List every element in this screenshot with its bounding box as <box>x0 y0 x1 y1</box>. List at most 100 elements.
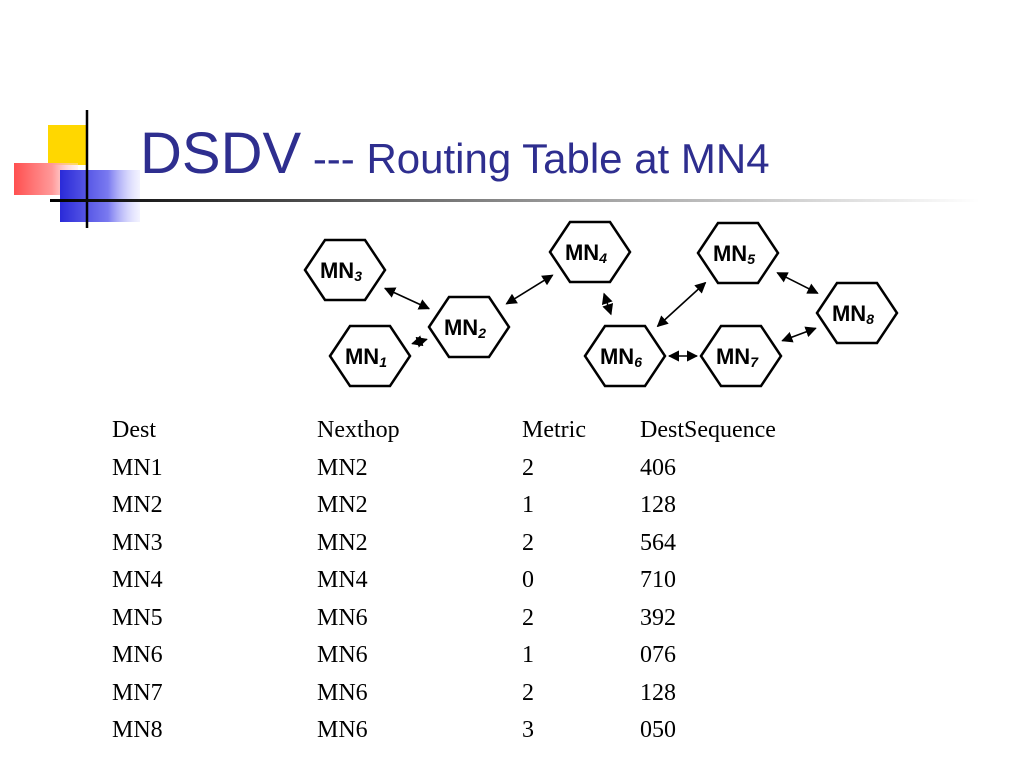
node-mn1: MN1 <box>328 324 412 388</box>
node-mn2: MN2 <box>427 295 511 359</box>
cell-destsequence: 076 <box>640 642 676 669</box>
node-label-subscript: 5 <box>747 251 755 267</box>
table-row: MN7 MN6 2 128 <box>112 675 820 713</box>
cell-nexthop: MN6 <box>317 679 368 706</box>
cell-metric: 2 <box>522 679 534 706</box>
node-mn3: MN3 <box>303 238 387 302</box>
links-layer <box>383 272 819 362</box>
hexagon-shape <box>427 295 511 359</box>
hexagon-shape <box>696 221 780 285</box>
node-mn5: MN5 <box>696 221 780 285</box>
node-mn7: MN7 <box>699 324 783 388</box>
link-n5-n8 <box>776 272 819 294</box>
cell-metric: 1 <box>522 642 534 669</box>
link-n3-n2 <box>383 287 431 310</box>
cell-dest: MN6 <box>112 642 163 669</box>
node-label-subscript: 6 <box>634 354 642 370</box>
cell-destsequence: 406 <box>640 454 676 481</box>
node-label-subscript: 1 <box>379 354 387 370</box>
cell-destsequence: 392 <box>640 604 676 631</box>
cell-dest: MN1 <box>112 454 163 481</box>
node-mn8: MN8 <box>815 281 899 345</box>
node-label: MN2 <box>444 315 486 341</box>
node-label: MN8 <box>832 301 874 327</box>
cell-dest: MN8 <box>112 717 163 744</box>
link-n1-n2 <box>411 335 428 348</box>
cell-nexthop: MN4 <box>317 567 368 594</box>
table-header-row: Dest Nexthop Metric DestSequence <box>112 412 820 450</box>
table-row: MN4 MN4 0 710 <box>112 562 820 600</box>
hexagon-shape <box>815 281 899 345</box>
cell-metric: 0 <box>522 567 534 594</box>
node-label: MN3 <box>320 258 362 284</box>
cell-nexthop: MN6 <box>317 604 368 631</box>
node-label-subscript: 2 <box>477 325 486 341</box>
blue-square <box>60 170 140 222</box>
table-row: MN6 MN6 1 076 <box>112 637 820 675</box>
cell-metric: 2 <box>522 604 534 631</box>
title-rule <box>50 199 980 202</box>
node-label: MN5 <box>713 241 755 267</box>
table-row: MN5 MN6 2 392 <box>112 600 820 638</box>
cell-nexthop: MN2 <box>317 492 368 519</box>
node-label: MN4 <box>565 240 607 266</box>
header-nexthop: Nexthop <box>317 417 400 444</box>
cell-metric: 2 <box>522 529 534 556</box>
title-main: DSDV <box>140 121 302 186</box>
header-metric: Metric <box>522 417 586 444</box>
node-label: MN1 <box>345 344 387 370</box>
cell-dest: MN5 <box>112 604 163 631</box>
node-label-base: MN <box>444 315 478 340</box>
node-label-base: MN <box>345 344 379 369</box>
hexagon-shape <box>328 324 412 388</box>
yellow-square <box>48 125 88 165</box>
link-n7-n8 <box>781 326 817 343</box>
cell-destsequence: 128 <box>640 492 676 519</box>
node-label: MN6 <box>600 344 642 370</box>
cell-nexthop: MN2 <box>317 454 368 481</box>
node-mn6: MN6 <box>583 324 667 388</box>
cell-metric: 2 <box>522 454 534 481</box>
hexagon-shape <box>583 324 667 388</box>
hexagon-shape <box>699 324 783 388</box>
node-label-subscript: 7 <box>750 354 759 370</box>
page-title: DSDV --- Routing Table at MN4 <box>140 120 770 187</box>
node-mn4: MN4 <box>548 220 632 284</box>
cell-destsequence: 050 <box>640 717 676 744</box>
cell-nexthop: MN6 <box>317 642 368 669</box>
link-n4-n6 <box>601 292 614 316</box>
title-sub: --- Routing Table at MN4 <box>301 135 770 182</box>
node-label-subscript: 8 <box>866 311 874 327</box>
cell-destsequence: 710 <box>640 567 676 594</box>
link-n2-n4 <box>505 274 554 305</box>
link-n6-n5 <box>656 281 707 328</box>
table-row: MN3 MN2 2 564 <box>112 525 820 563</box>
hexagon-shape <box>303 238 387 302</box>
node-label-subscript: 3 <box>354 268 362 284</box>
cell-dest: MN4 <box>112 567 163 594</box>
node-label-subscript: 4 <box>598 250 607 266</box>
cell-metric: 1 <box>522 492 534 519</box>
header-dest: Dest <box>112 417 156 444</box>
table-row: MN8 MN6 3 050 <box>112 712 820 750</box>
cell-metric: 3 <box>522 717 534 744</box>
node-label-base: MN <box>832 301 866 326</box>
hexagon-shape <box>548 220 632 284</box>
header-destsequence: DestSequence <box>640 417 776 444</box>
cell-destsequence: 564 <box>640 529 676 556</box>
cell-destsequence: 128 <box>640 679 676 706</box>
cell-nexthop: MN2 <box>317 529 368 556</box>
cell-dest: MN7 <box>112 679 163 706</box>
node-label-base: MN <box>320 258 354 283</box>
node-label-base: MN <box>713 241 747 266</box>
node-label-base: MN <box>565 240 599 265</box>
cell-dest: MN3 <box>112 529 163 556</box>
cell-nexthop: MN6 <box>317 717 368 744</box>
table-row: MN1 MN2 2 406 <box>112 450 820 488</box>
node-label-base: MN <box>716 344 750 369</box>
